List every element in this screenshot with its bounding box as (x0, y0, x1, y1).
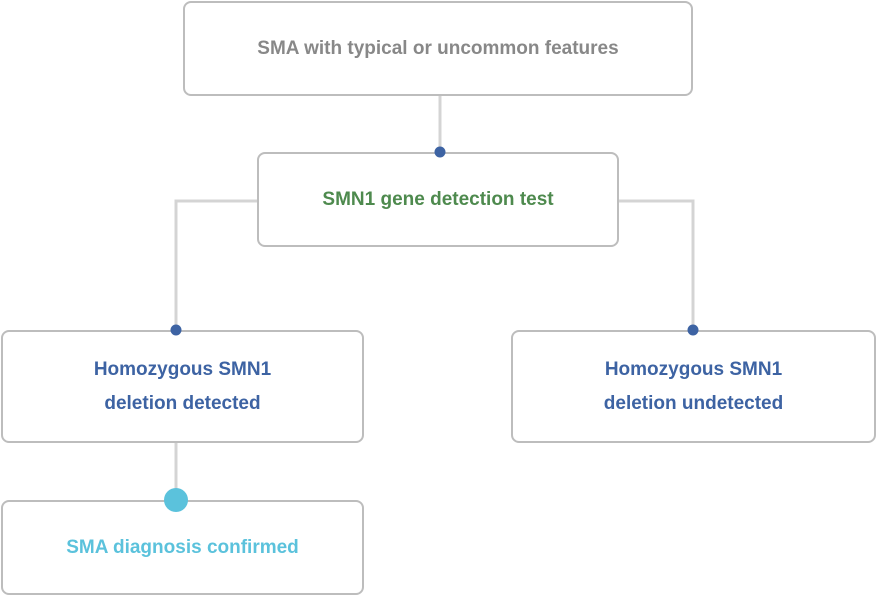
node-diagnosis-confirmed: SMA diagnosis confirmed (1, 500, 364, 595)
node-smn1-test-label: SMN1 gene detection test (322, 188, 554, 210)
node-sma-features: SMA with typical or uncommon features (183, 1, 693, 96)
connector-dot-confirmed (164, 488, 188, 512)
node-deletion-undetected-line2: deletion undetected (603, 392, 784, 414)
node-diagnosis-confirmed-label: SMA diagnosis confirmed (66, 536, 299, 558)
node-deletion-detected-line1: Homozygous SMN1 (93, 358, 272, 380)
node-deletion-detected: Homozygous SMN1 deletion detected (1, 330, 364, 443)
connector-dot-undetected (687, 324, 699, 336)
node-deletion-undetected: Homozygous SMN1 deletion undetected (511, 330, 876, 443)
connector-dot-detected (170, 324, 182, 336)
node-sma-features-label: SMA with typical or uncommon features (257, 37, 619, 59)
connector-test-to-undetected (619, 199, 695, 330)
connector-dot-test (434, 146, 446, 158)
node-smn1-test: SMN1 gene detection test (257, 152, 619, 247)
connector-test-to-detected (174, 199, 257, 330)
node-deletion-undetected-line1: Homozygous SMN1 (604, 358, 783, 380)
node-deletion-detected-line2: deletion detected (104, 392, 261, 414)
